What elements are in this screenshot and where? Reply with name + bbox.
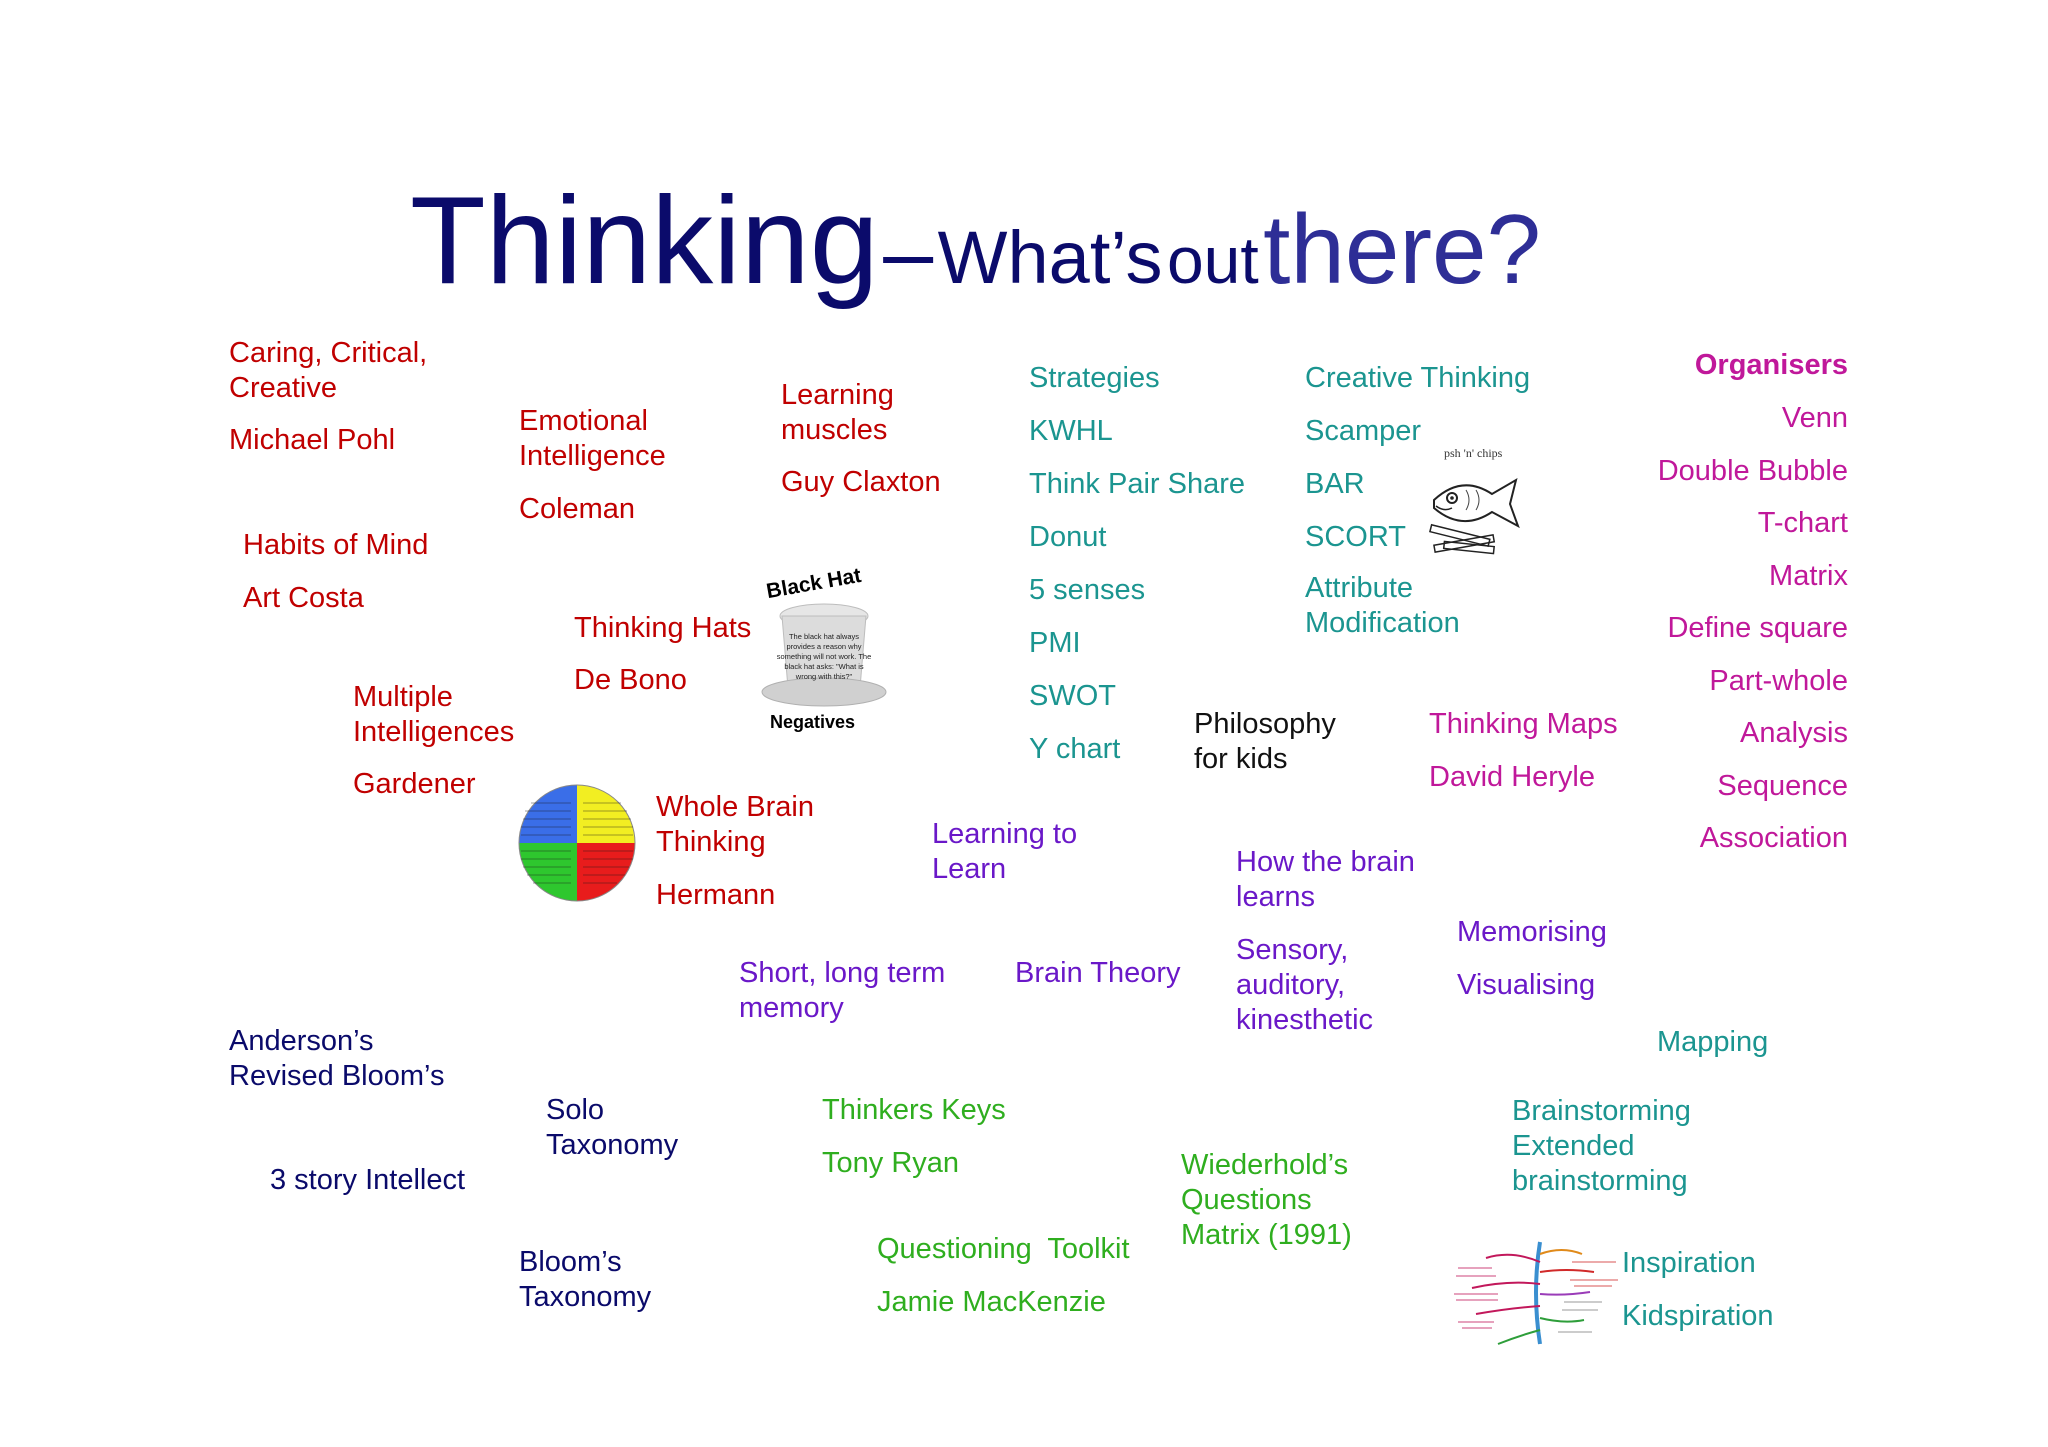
organiser-item: Double Bubble bbox=[1657, 454, 1848, 487]
organiser-item: Sequence bbox=[1717, 769, 1848, 802]
title-out: out bbox=[1166, 223, 1259, 297]
coleman: Coleman bbox=[519, 493, 636, 525]
creative-item: BAR bbox=[1305, 468, 1365, 500]
how-the-brain-learns: How the brain learns bbox=[1236, 846, 1415, 913]
thinking-hats: Thinking Hats bbox=[574, 612, 752, 644]
tony-ryan: Tony Ryan bbox=[822, 1147, 960, 1179]
organiser-item: T-chart bbox=[1757, 507, 1848, 539]
strategy-item: SWOT bbox=[1029, 680, 1116, 712]
multiple-intelligences: Multiple Intelligences bbox=[353, 681, 515, 748]
title-there: there? bbox=[1263, 194, 1542, 304]
andersons-revised-blooms: Anderson’s Revised Bloom’s bbox=[229, 1025, 445, 1092]
strategy-item: Y chart bbox=[1029, 733, 1121, 765]
inspiration: Inspiration bbox=[1622, 1247, 1756, 1279]
black-hat-caption: Negatives bbox=[770, 712, 856, 732]
strategy-item: 5 senses bbox=[1029, 574, 1146, 606]
fish-icon bbox=[1429, 477, 1520, 555]
blooms-taxonomy: Bloom’s Taxonomy bbox=[519, 1246, 652, 1313]
emotional-intelligence: Emotional Intelligence bbox=[519, 405, 666, 472]
hat-icon bbox=[761, 603, 887, 707]
questioning-toolkit: Questioning Toolkit bbox=[877, 1233, 1130, 1265]
short-long-term-memory: Short, long term memory bbox=[739, 957, 946, 1024]
organiser-item: Part-whole bbox=[1709, 664, 1848, 697]
title-whats: What’s bbox=[937, 216, 1163, 299]
solo-taxonomy: Solo Taxonomy bbox=[546, 1094, 679, 1161]
caring-critical-creative: Caring, Critical, Creative bbox=[229, 337, 428, 404]
kidspiration: Kidspiration bbox=[1622, 1300, 1774, 1332]
creative-thinking-list: Creative Thinking Scamper BAR SCORT bbox=[1305, 361, 1530, 573]
creative-item: SCORT bbox=[1305, 521, 1406, 553]
art-costa: Art Costa bbox=[243, 582, 364, 614]
creative-item: Scamper bbox=[1305, 415, 1422, 447]
hermann: Hermann bbox=[656, 879, 776, 911]
brain-theory: Brain Theory bbox=[1015, 957, 1181, 989]
habits-of-mind: Habits of Mind bbox=[243, 529, 429, 561]
guy-claxton: Guy Claxton bbox=[781, 466, 941, 498]
strategy-item: Donut bbox=[1029, 521, 1107, 553]
thinking-maps: Thinking Maps bbox=[1429, 708, 1618, 740]
black-hat-image: Black Hat The black hat always provides … bbox=[758, 564, 888, 740]
david-heryle: David Heryle bbox=[1429, 761, 1595, 793]
organiser-item: Venn bbox=[1781, 402, 1848, 434]
creative-thinking-heading: Creative Thinking bbox=[1305, 362, 1531, 394]
gardener: Gardener bbox=[353, 768, 476, 800]
organisers-heading: Organisers bbox=[1694, 349, 1848, 381]
organiser-item: Matrix bbox=[1769, 559, 1848, 592]
attribute-modification: Attribute Modification bbox=[1305, 572, 1460, 639]
strategies-heading: Strategies bbox=[1029, 362, 1160, 394]
thinkers-keys: Thinkers Keys bbox=[822, 1094, 1006, 1126]
fish-caption: psh 'n' chips bbox=[1444, 446, 1503, 460]
philosophy-for-kids: Philosophy for kids bbox=[1194, 708, 1336, 775]
learning-muscles: Learning muscles bbox=[781, 379, 894, 446]
strategy-item: KWHL bbox=[1029, 415, 1113, 447]
mapping: Mapping bbox=[1657, 1026, 1769, 1058]
three-story-intellect: 3 story Intellect bbox=[270, 1164, 466, 1196]
organiser-item: Analysis bbox=[1740, 717, 1848, 749]
whole-brain-pie bbox=[518, 784, 636, 902]
wiederholds-questions-matrix: Wiederhold’s Questions Matrix (1991) bbox=[1181, 1149, 1352, 1251]
fish-image: psh 'n' chips bbox=[1422, 446, 1522, 558]
organiser-item: Define square bbox=[1667, 612, 1848, 644]
brainstorming: Brainstorming Extended brainstorming bbox=[1512, 1095, 1691, 1197]
strategy-item: Think Pair Share bbox=[1029, 468, 1245, 500]
sensory-auditory-kinesthetic: Sensory, auditory, kinesthetic bbox=[1236, 934, 1374, 1036]
organiser-item: Association bbox=[1699, 822, 1848, 854]
memorising: Memorising bbox=[1457, 916, 1607, 948]
michael-pohl: Michael Pohl bbox=[229, 424, 396, 456]
strategy-item: PMI bbox=[1029, 627, 1081, 659]
mind-map-image bbox=[1454, 1241, 1618, 1345]
jamie-mackenzie: Jamie MacKenzie bbox=[877, 1286, 1106, 1318]
title-dash: – bbox=[883, 203, 934, 303]
strategies-list: Strategies KWHL Think Pair Share Donut 5… bbox=[1029, 361, 1245, 785]
visualising: Visualising bbox=[1457, 969, 1596, 1001]
learning-to-learn: Learning to Learn bbox=[932, 818, 1078, 885]
de-bono: De Bono bbox=[574, 664, 687, 696]
page-title: Thinking – What’s out there? bbox=[410, 170, 1541, 312]
title-thinking: Thinking bbox=[410, 172, 879, 310]
whole-brain-thinking: Whole Brain Thinking bbox=[656, 791, 814, 858]
organisers-list: Venn Double Bubble T-chart Matrix Define… bbox=[1600, 401, 1848, 874]
black-hat-text: The black hat always provides a reason w… bbox=[776, 632, 872, 681]
